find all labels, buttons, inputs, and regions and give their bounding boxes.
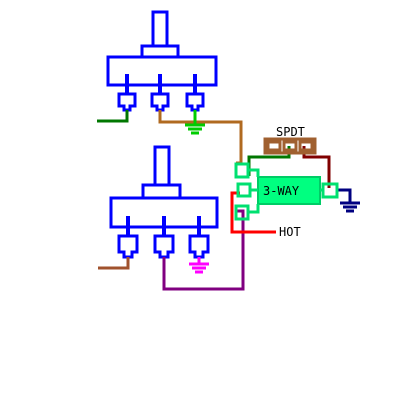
- wire-bottom-middle-purple: [162, 209, 245, 291]
- bottom-pot-nut: [141, 183, 182, 200]
- bottom-pot-lug-left: [117, 216, 139, 259]
- wire-top-middle-brown: [158, 110, 243, 165]
- bottom-potentiometer: [109, 145, 219, 259]
- ground-icon: [185, 123, 205, 135]
- bottom-pot-lug-right: [188, 216, 210, 259]
- three-way-lug-top-left: [234, 162, 250, 179]
- three-way-label: 3-WAY: [263, 184, 300, 198]
- three-way-switch: [234, 162, 339, 221]
- ground-icon: [340, 201, 360, 213]
- top-pot-lug-left: [117, 74, 137, 112]
- wire-top-left-green: [97, 110, 129, 123]
- spdt-switch: [263, 137, 317, 155]
- top-pot-shaft: [151, 10, 169, 48]
- wire-switch-ground-navy: [337, 188, 352, 202]
- wire-bottom-left-brown: [98, 257, 130, 270]
- spdt-label: SPDT: [276, 125, 305, 139]
- top-potentiometer: [106, 10, 218, 112]
- top-pot-nut: [140, 44, 180, 59]
- bottom-pot-shaft: [153, 145, 171, 187]
- hot-label: HOT: [279, 225, 301, 239]
- ground-icon: [189, 262, 209, 274]
- spdt-lug-left: [266, 140, 282, 152]
- spdt-lug-right: [298, 140, 314, 152]
- top-pot-lug-right: [185, 74, 205, 112]
- spdt-body: [263, 137, 317, 155]
- top-pot-lug-middle: [150, 74, 170, 112]
- spdt-lug-middle: [282, 140, 298, 152]
- wire-hot-red: [230, 191, 276, 234]
- bottom-pot-lug-middle: [153, 216, 175, 259]
